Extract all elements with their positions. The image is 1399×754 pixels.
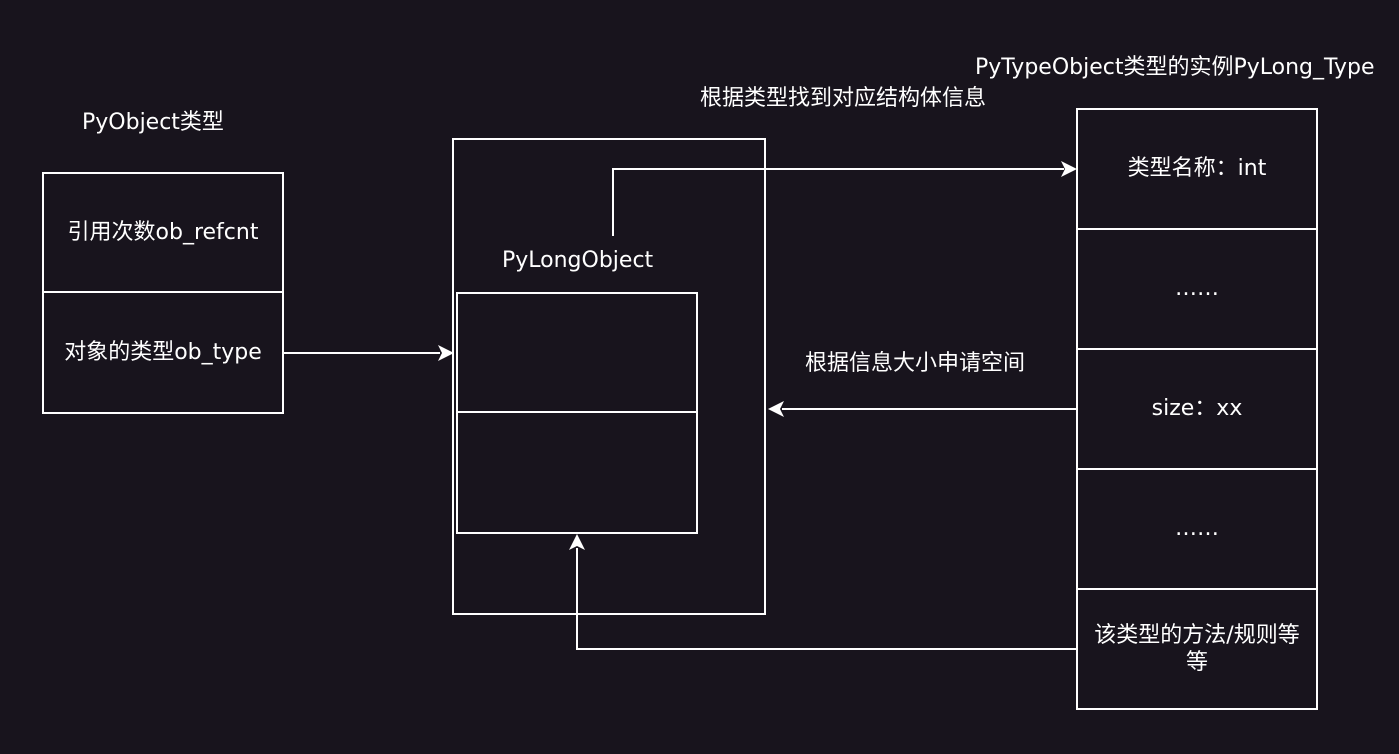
pytypeobject-title: PyTypeObject类型的实例PyLong_Type bbox=[975, 55, 1375, 80]
size-to-pylong-arrowhead bbox=[768, 401, 784, 417]
pytypeobject-field-ellipsis-1: …… bbox=[1078, 230, 1316, 350]
pylongobject-inner-box bbox=[456, 292, 698, 534]
pylong-to-typename-arrow bbox=[612, 168, 1064, 236]
pyobject-field-refcnt: 引用次数ob_refcnt bbox=[44, 174, 282, 293]
pytypeobject-box: 类型名称：int …… size：xx …… 该类型的方法/规则等等 bbox=[1076, 108, 1318, 710]
pytypeobject-field-name: 类型名称：int bbox=[1078, 110, 1316, 230]
pytypeobject-field-methods: 该类型的方法/规则等等 bbox=[1094, 622, 1300, 676]
pyobject-title: PyObject类型 bbox=[82, 110, 224, 135]
pylong-to-typename-arrowhead bbox=[1061, 161, 1077, 177]
lookup-arrow-label: 根据类型找到对应结构体信息 bbox=[700, 86, 987, 111]
pylongobject-title: PyLongObject bbox=[502, 248, 654, 273]
pylongobject-inner-cell-top bbox=[458, 294, 696, 413]
pyobject-box: 引用次数ob_refcnt 对象的类型ob_type bbox=[42, 172, 284, 414]
pylongobject-outer-box bbox=[452, 138, 766, 615]
methods-to-inner-arrow bbox=[576, 548, 1076, 650]
pyobject-field-type: 对象的类型ob_type bbox=[64, 339, 262, 365]
pytypeobject-field-size: size：xx bbox=[1078, 350, 1316, 470]
pytypeobject-field-ellipsis-2: …… bbox=[1078, 470, 1316, 590]
methods-to-inner-arrowhead bbox=[569, 534, 585, 550]
type-to-pylong-arrowhead bbox=[438, 345, 454, 361]
allocate-arrow-label: 根据信息大小申请空间 bbox=[805, 351, 1026, 376]
